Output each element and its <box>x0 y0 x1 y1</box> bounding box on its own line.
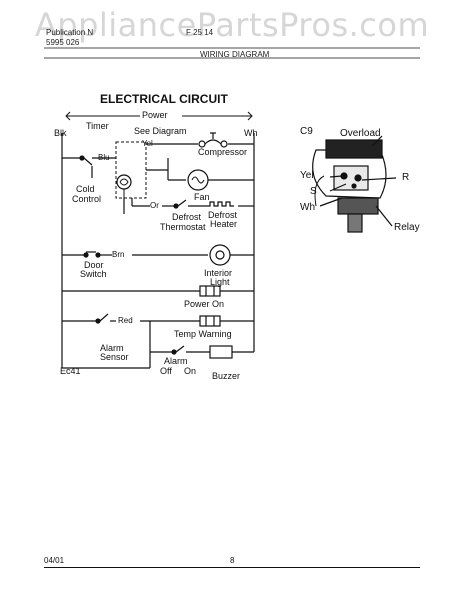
page-number: 8 <box>230 556 235 565</box>
blu-wire-label: Blu <box>98 153 110 162</box>
alarm-sensor-label-1: Alarm <box>100 343 124 353</box>
power-label: Power <box>142 110 168 120</box>
door-label: Door <box>84 260 104 270</box>
alarm-off-label: Off <box>160 366 172 376</box>
timer-label: Timer <box>86 121 109 131</box>
publication-number: 5995 026 <box>46 38 80 47</box>
yel-wire-label: Yel <box>142 139 153 148</box>
defrost-heater-label-1: Defrost <box>208 210 238 220</box>
control-label: Control <box>72 194 102 204</box>
detail-s-label: S <box>310 186 317 197</box>
section-title: WIRING DIAGRAM <box>200 50 270 59</box>
defrost-thermostat-label-1: Defrost <box>172 212 202 222</box>
defrost-thermostat-label-2: Thermostat <box>160 222 206 232</box>
relay-label: Relay <box>394 222 420 233</box>
red-wire-label: Red <box>118 316 133 325</box>
switch-label: Switch <box>80 269 107 279</box>
or-wire-label: Or <box>150 201 159 210</box>
wh-wire-label: Wh <box>244 128 258 138</box>
footer-date: 04/01 <box>44 556 65 565</box>
power-on-label: Power On <box>184 299 225 309</box>
brn-wire-label: Brn <box>112 250 125 259</box>
defrost-heater-label-2: Heater <box>210 219 238 229</box>
detail-yel-label: Yel <box>300 170 314 181</box>
alarm-label: Alarm <box>164 356 188 366</box>
detail-code: C9 <box>300 126 313 137</box>
overload-label: Overload <box>340 128 381 139</box>
interior-label: Interior <box>204 268 233 278</box>
see-diagram-label: See Diagram <box>134 126 187 136</box>
detail-wh-label: Wh <box>300 202 315 213</box>
alarm-on-label: On <box>184 366 197 376</box>
blk-wire-label: Blk <box>54 128 67 138</box>
publication-label: Publication N <box>46 28 94 37</box>
detail-r-label: R <box>402 172 410 183</box>
cold-label: Cold <box>76 184 95 194</box>
circuit-code: Ec41 <box>60 366 81 376</box>
model-number: F 25 14 <box>186 28 214 37</box>
compressor-label: Compressor <box>198 147 248 157</box>
light-label: Light <box>210 277 230 287</box>
watermark: AppliancePartsPros.com <box>34 6 430 44</box>
fan-label: Fan <box>194 192 210 202</box>
circuit-title: ELECTRICAL CIRCUIT <box>100 92 228 106</box>
footer-rule <box>44 567 420 568</box>
buzzer-label: Buzzer <box>212 371 241 381</box>
temp-warning-label: Temp Warning <box>174 329 232 339</box>
alarm-sensor-label-2: Sensor <box>100 352 129 362</box>
